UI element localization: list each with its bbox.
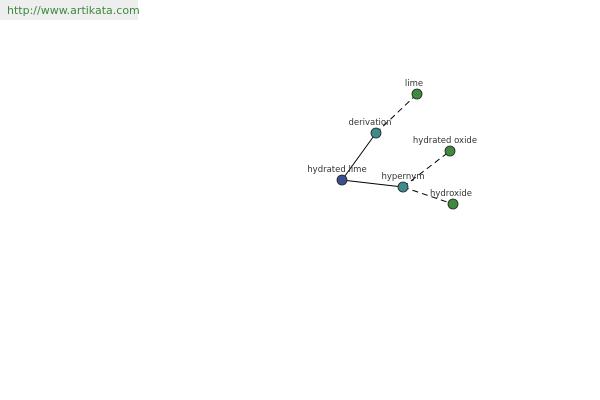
label-hydrated-oxide: hydrated oxide — [413, 136, 477, 146]
node-hydrated-oxide[interactable] — [444, 145, 456, 157]
site-url[interactable]: http://www.artikata.com — [7, 4, 140, 17]
edge-hydrated-lime-hypernym — [341, 179, 404, 188]
node-hydroxide[interactable] — [447, 198, 459, 210]
label-hydroxide: hydroxide — [430, 189, 472, 199]
label-hydrated-lime: hydrated lime — [307, 165, 366, 175]
edge-hydrated-lime-derivation — [341, 132, 377, 181]
label-hypernym: hypernym — [381, 172, 424, 182]
url-banner: http://www.artikata.com — [0, 0, 140, 20]
label-lime: lime — [405, 79, 423, 89]
edge-hypernym-hydroxide — [402, 186, 454, 205]
node-hypernym[interactable] — [397, 181, 409, 193]
node-derivation[interactable] — [370, 127, 382, 139]
label-derivation: derivation — [348, 118, 391, 128]
node-hydrated-lime[interactable] — [336, 174, 348, 186]
node-lime[interactable] — [411, 88, 423, 100]
